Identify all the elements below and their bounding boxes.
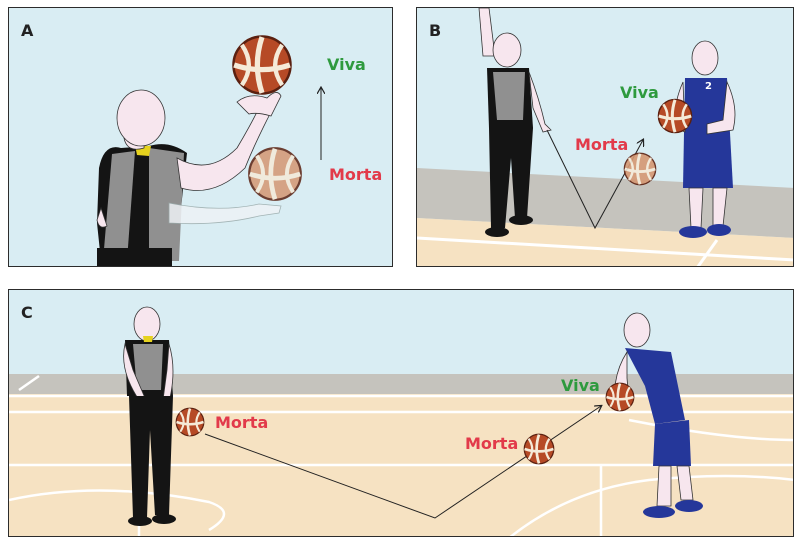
panel-label: A xyxy=(21,21,33,40)
basketball-icon xyxy=(249,148,301,200)
live-label: Viva xyxy=(561,376,600,395)
panel-c: C Viva Morta Morta xyxy=(8,289,794,537)
basketball-icon xyxy=(658,99,691,132)
basketball-icon xyxy=(176,408,204,436)
dead-label: Morta xyxy=(575,135,628,154)
basketball-icon xyxy=(524,434,553,463)
dead-label-bounce: Morta xyxy=(465,434,518,453)
basketball-icon xyxy=(624,153,655,184)
basketball-icon xyxy=(233,36,290,93)
jersey-number: 2 xyxy=(705,81,712,92)
dead-label-referee: Morta xyxy=(215,413,268,432)
panel-a-illustration xyxy=(9,8,393,267)
basketball-icon xyxy=(606,383,634,411)
live-label: Viva xyxy=(327,55,366,74)
live-label: Viva xyxy=(620,83,659,102)
sky-background xyxy=(9,8,393,267)
panel-label: C xyxy=(21,303,33,322)
panel-c-illustration xyxy=(9,290,794,537)
panel-label: B xyxy=(429,21,441,40)
panel-b: B Viva Morta 2 xyxy=(416,7,794,267)
dead-label: Morta xyxy=(329,165,382,184)
panel-a: A Viva Morta xyxy=(8,7,393,267)
